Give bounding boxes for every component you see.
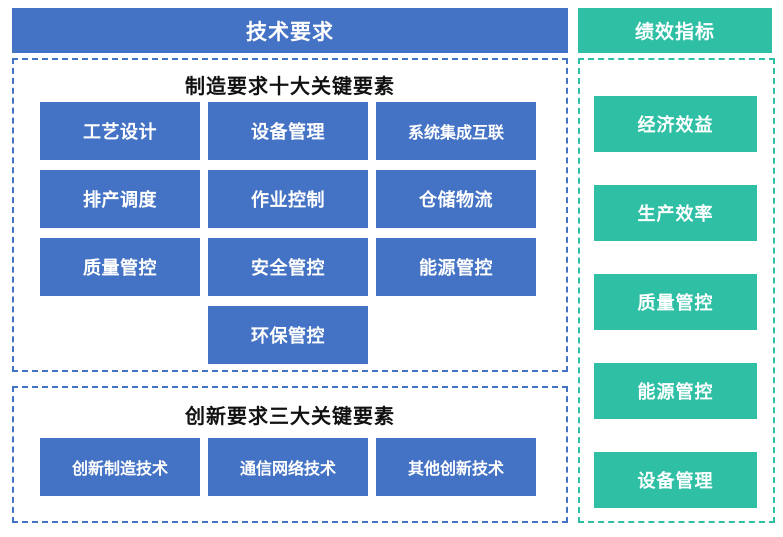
kpi-tile-quality-control[interactable]: 质量管控 — [594, 274, 757, 330]
kpi-header: 绩效指标 — [578, 8, 772, 53]
tech-requirements-header: 技术要求 — [12, 8, 568, 53]
tile-warehouse-logistics[interactable]: 仓储物流 — [376, 170, 536, 228]
innovation-requirements-panel: 创新要求三大关键要素 创新制造技术 通信网络技术 其他创新技术 — [12, 386, 568, 523]
manufacturing-section-title: 制造要求十大关键要素 — [185, 76, 395, 98]
tile-quality-control[interactable]: 质量管控 — [40, 238, 200, 296]
tile-system-integration[interactable]: 系统集成互联 — [376, 102, 536, 160]
kpi-tile-economic-benefit[interactable]: 经济效益 — [594, 96, 757, 152]
manufacturing-requirements-panel: 制造要求十大关键要素 工艺设计 设备管理 系统集成互联 排产调度 作业控制 仓储… — [12, 58, 568, 372]
tile-operation-control[interactable]: 作业控制 — [208, 170, 368, 228]
tile-other-innovative-tech[interactable]: 其他创新技术 — [376, 438, 536, 496]
kpi-panel: 经济效益 生产效率 质量管控 能源管控 设备管理 — [578, 58, 775, 523]
tile-communication-network-tech[interactable]: 通信网络技术 — [208, 438, 368, 496]
manufacturing-tile-grid: 工艺设计 设备管理 系统集成互联 排产调度 作业控制 仓储物流 质量管控 安全管… — [40, 102, 540, 364]
tile-innovative-manufacturing-tech[interactable]: 创新制造技术 — [40, 438, 200, 496]
kpi-tile-energy-control[interactable]: 能源管控 — [594, 363, 757, 419]
tile-environmental-control[interactable]: 环保管控 — [208, 306, 368, 364]
tile-production-scheduling[interactable]: 排产调度 — [40, 170, 200, 228]
tile-safety-control[interactable]: 安全管控 — [208, 238, 368, 296]
tile-energy-control[interactable]: 能源管控 — [376, 238, 536, 296]
innovation-section-title: 创新要求三大关键要素 — [185, 406, 395, 428]
kpi-tile-equipment-management[interactable]: 设备管理 — [594, 452, 757, 508]
kpi-tile-production-efficiency[interactable]: 生产效率 — [594, 185, 757, 241]
innovation-tile-grid: 创新制造技术 通信网络技术 其他创新技术 — [40, 438, 540, 496]
tile-equipment-management[interactable]: 设备管理 — [208, 102, 368, 160]
tile-process-design[interactable]: 工艺设计 — [40, 102, 200, 160]
